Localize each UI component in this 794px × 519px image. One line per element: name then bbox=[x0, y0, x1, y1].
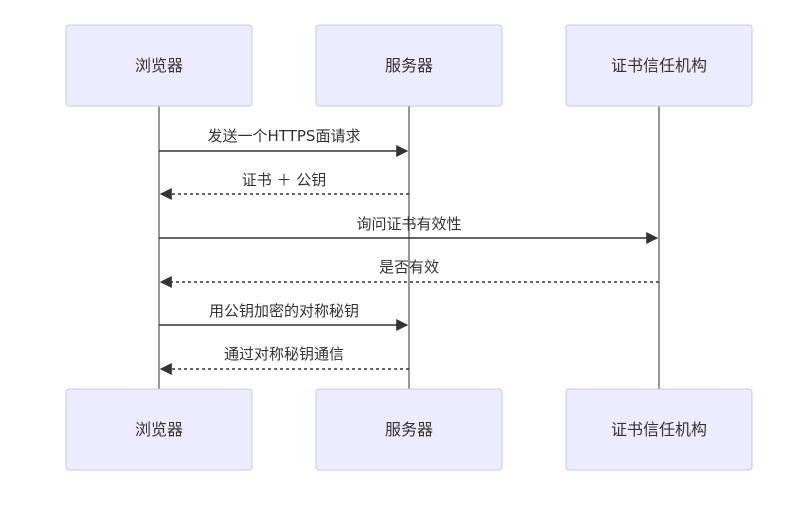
message-label: 证书 ＋ 公钥 bbox=[242, 171, 327, 189]
actor-label: 服务器 bbox=[385, 420, 433, 439]
message-label: 通过对称秘钥通信 bbox=[224, 345, 344, 363]
actor-ca-bottom: 证书信任机构 bbox=[565, 388, 753, 471]
message-label: 用公钥加密的对称秘钥 bbox=[209, 302, 359, 320]
actor-box bbox=[65, 24, 253, 107]
actor-box bbox=[315, 24, 503, 107]
actor-label: 服务器 bbox=[385, 56, 433, 75]
actor-label: 浏览器 bbox=[135, 56, 183, 75]
message-label: 是否有效 bbox=[379, 258, 439, 276]
actor-browser-bottom: 浏览器 bbox=[65, 388, 253, 471]
actor-box bbox=[565, 24, 753, 107]
actor-box bbox=[565, 388, 753, 471]
actor-box bbox=[315, 388, 503, 471]
actor-box bbox=[65, 388, 253, 471]
actor-label: 证书信任机构 bbox=[611, 420, 707, 439]
actor-label: 证书信任机构 bbox=[611, 56, 707, 75]
actor-ca-top: 证书信任机构 bbox=[565, 24, 753, 107]
message-label: 发送一个HTTPS面请求 bbox=[208, 127, 361, 145]
lifelines bbox=[158, 106, 660, 389]
actor-server-bottom: 服务器 bbox=[315, 388, 503, 471]
message-1: 发送一个HTTPS面请求 bbox=[159, 127, 409, 157]
message-3: 询问证书有效性 bbox=[159, 215, 659, 244]
actor-browser-top: 浏览器 bbox=[65, 24, 253, 107]
message-6: 通过对称秘钥通信 bbox=[159, 345, 409, 375]
message-2: 证书 ＋ 公钥 bbox=[159, 171, 409, 200]
message-label: 询问证书有效性 bbox=[356, 215, 461, 233]
actor-label: 浏览器 bbox=[135, 420, 183, 439]
message-4: 是否有效 bbox=[159, 258, 659, 288]
actor-server-top: 服务器 bbox=[315, 24, 503, 107]
message-5: 用公钥加密的对称秘钥 bbox=[159, 302, 409, 331]
